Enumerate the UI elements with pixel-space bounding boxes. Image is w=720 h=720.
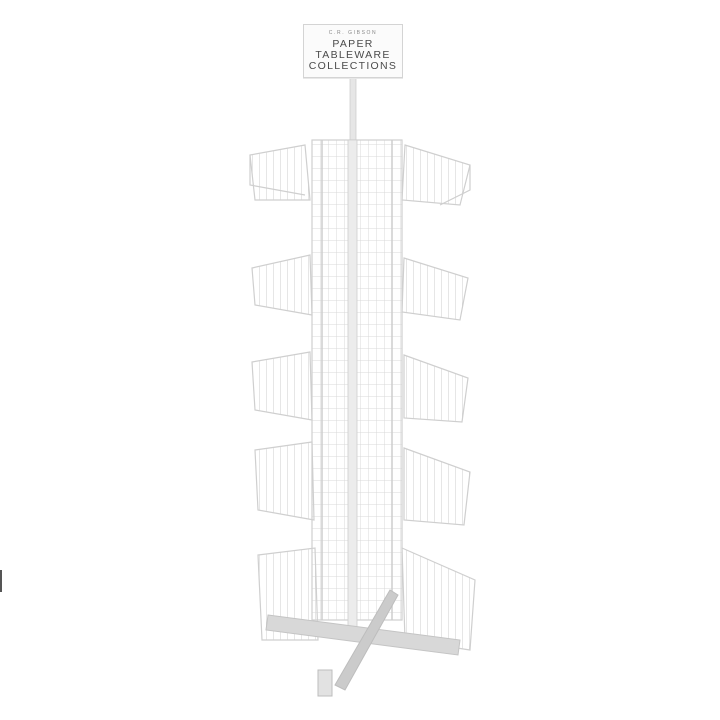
cross-base bbox=[265, 589, 461, 697]
central-column bbox=[311, 139, 403, 641]
basket-tier-3 bbox=[251, 351, 469, 423]
basket-tier-1 bbox=[249, 144, 471, 206]
sign-line-2: TABLEWARE bbox=[315, 49, 391, 61]
basket-tier-4 bbox=[254, 441, 471, 526]
sign-pole bbox=[349, 75, 357, 147]
basket-tier-2 bbox=[251, 254, 469, 321]
rack-sign: C.R. GIBSON PAPER TABLEWARE COLLECTIONS bbox=[303, 24, 403, 78]
sign-brand: C.R. GIBSON bbox=[328, 30, 378, 36]
edge-artifact bbox=[0, 570, 2, 592]
sign-line-1: PAPER bbox=[332, 38, 374, 50]
sign-line-3: COLLECTIONS bbox=[308, 60, 398, 72]
